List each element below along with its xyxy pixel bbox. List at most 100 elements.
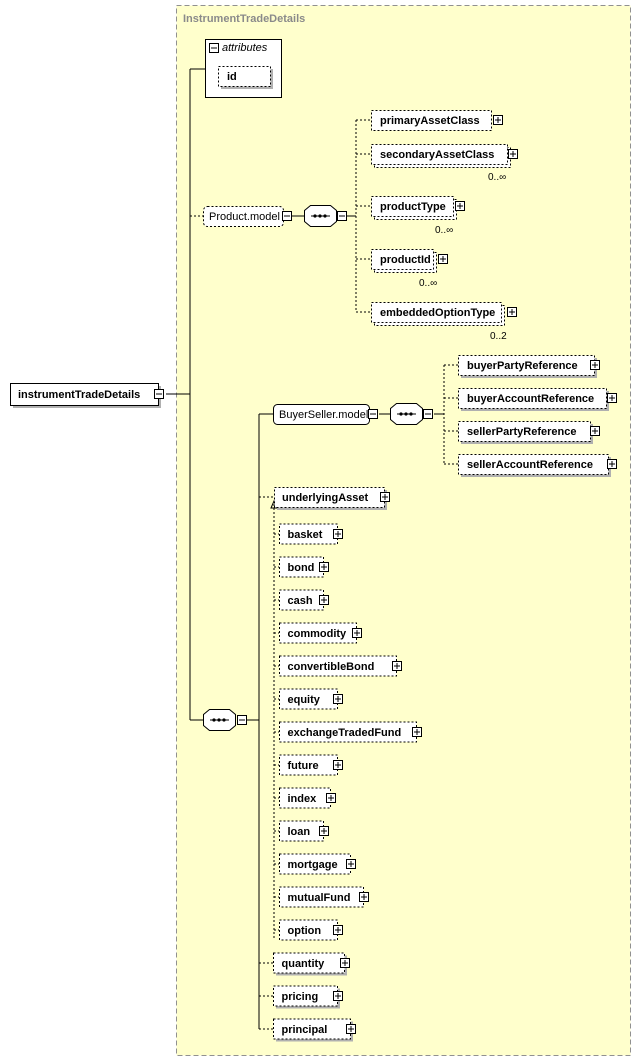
- element-node[interactable]: sellerPartyReference: [458, 421, 600, 445]
- root-element-label: instrumentTradeDetails: [18, 389, 140, 401]
- substitute-element-node[interactable]: option: [279, 919, 343, 941]
- substitute-element-node[interactable]: index: [279, 787, 336, 809]
- expand-icon[interactable]: [607, 459, 617, 469]
- expand-icon[interactable]: [438, 254, 448, 264]
- asset-substitutes: basket bond cash commodity convertibleBond eq…: [274, 523, 422, 941]
- expand-icon[interactable]: [346, 1024, 356, 1034]
- expand-icon[interactable]: [346, 859, 356, 869]
- product-model-label: Product.model: [209, 211, 280, 223]
- element-label: cash: [288, 595, 313, 607]
- element-label: sellerPartyReference: [467, 426, 576, 438]
- substitute-element-node[interactable]: exchangeTradedFund: [279, 721, 422, 743]
- element-node[interactable]: pricing: [273, 985, 343, 1009]
- expand-icon[interactable]: [455, 201, 465, 211]
- element-node[interactable]: quantity: [273, 952, 350, 976]
- product-model-children: primaryAssetClass secondaryAssetClass 0.…: [371, 110, 518, 343]
- element-label: underlyingAsset: [282, 492, 369, 504]
- element-node[interactable]: sellerAccountReference: [458, 454, 617, 478]
- substitute-element-node[interactable]: equity: [279, 688, 343, 710]
- expand-icon[interactable]: [607, 393, 617, 403]
- expand-icon[interactable]: [333, 760, 343, 770]
- expand-icon[interactable]: [333, 694, 343, 704]
- buyer-seller-children: buyerPartyReference buyerAccountReferenc…: [458, 355, 617, 478]
- substitute-element-node[interactable]: cash: [279, 589, 329, 611]
- element-label: equity: [288, 694, 321, 706]
- expand-icon[interactable]: [392, 661, 402, 671]
- sequence-compositor-icon: [203, 709, 247, 731]
- root-element-node[interactable]: instrumentTradeDetails: [10, 383, 164, 409]
- expand-icon[interactable]: [590, 426, 600, 436]
- expand-icon[interactable]: [352, 628, 362, 638]
- substitute-element-node[interactable]: mortgage: [279, 853, 356, 875]
- sequence-compositor-icon: [304, 205, 347, 227]
- element-label: mutualFund: [288, 892, 351, 904]
- substitute-element-node[interactable]: future: [279, 754, 343, 776]
- attributes-box: attributes id: [205, 39, 282, 98]
- element-label: productId: [380, 254, 431, 266]
- underlying-asset-node[interactable]: underlyingAsset: [274, 487, 390, 511]
- element-node[interactable]: buyerPartyReference: [458, 355, 600, 379]
- element-node[interactable]: primaryAssetClass: [371, 110, 503, 131]
- expand-icon[interactable]: [333, 925, 343, 935]
- element-label: exchangeTradedFund: [288, 727, 402, 739]
- element-label: basket: [288, 529, 323, 541]
- buyer-seller-model-label: BuyerSeller.model: [279, 409, 368, 421]
- substitute-element-node[interactable]: basket: [279, 523, 343, 545]
- expand-icon[interactable]: [412, 727, 422, 737]
- element-label: convertibleBond: [288, 661, 375, 673]
- expand-icon[interactable]: [493, 115, 503, 125]
- collapse-icon[interactable]: [209, 43, 219, 53]
- element-node[interactable]: productType 0..∞: [371, 196, 465, 237]
- expand-icon[interactable]: [590, 360, 600, 370]
- substitute-element-node[interactable]: loan: [279, 820, 329, 842]
- element-node[interactable]: buyerAccountReference: [458, 388, 617, 412]
- buyer-seller-model-group[interactable]: BuyerSeller.model: [273, 404, 378, 425]
- expand-icon[interactable]: [319, 595, 329, 605]
- element-node[interactable]: principal: [273, 1018, 356, 1042]
- element-label: buyerAccountReference: [467, 393, 594, 405]
- collapse-icon[interactable]: [237, 715, 247, 725]
- element-label: commodity: [288, 628, 348, 640]
- element-label: pricing: [282, 991, 319, 1003]
- expand-icon[interactable]: [319, 562, 329, 572]
- expand-icon[interactable]: [340, 958, 350, 968]
- element-node[interactable]: embeddedOptionType 0..2: [371, 302, 517, 343]
- attribute-id: id: [227, 71, 237, 83]
- element-node[interactable]: productId 0..∞: [371, 249, 448, 290]
- element-label: buyerPartyReference: [467, 360, 578, 372]
- substitute-element-node[interactable]: mutualFund: [279, 886, 369, 908]
- element-label: mortgage: [288, 859, 338, 871]
- element-label: loan: [288, 826, 311, 838]
- collapse-icon[interactable]: [282, 211, 292, 221]
- expand-icon[interactable]: [319, 826, 329, 836]
- substitute-element-node[interactable]: convertibleBond: [279, 655, 402, 677]
- complex-type-container: [176, 5, 631, 1056]
- element-label: principal: [282, 1024, 328, 1036]
- trailing-elements: quantity pricing principal: [273, 952, 356, 1042]
- complex-type-title: InstrumentTradeDetails: [183, 13, 305, 25]
- expand-icon[interactable]: [507, 307, 517, 317]
- expand-icon[interactable]: [333, 529, 343, 539]
- substitute-element-node[interactable]: commodity: [279, 622, 362, 644]
- cardinality-label: 0..∞: [419, 278, 437, 289]
- element-label: primaryAssetClass: [380, 115, 480, 127]
- attributes-label: attributes: [222, 42, 268, 54]
- expand-icon[interactable]: [508, 149, 518, 159]
- cardinality-label: 0..2: [490, 331, 507, 342]
- collapse-icon[interactable]: [337, 211, 347, 221]
- element-label: productType: [380, 201, 446, 213]
- product-model-group[interactable]: Product.model: [203, 206, 292, 227]
- expand-icon[interactable]: [359, 892, 369, 902]
- cardinality-label: 0..∞: [435, 225, 453, 236]
- substitute-element-node[interactable]: bond: [279, 556, 329, 578]
- expand-icon[interactable]: [333, 991, 343, 1001]
- expand-icon[interactable]: [326, 793, 336, 803]
- element-label: bond: [288, 562, 315, 574]
- element-node[interactable]: secondaryAssetClass 0..∞: [371, 144, 518, 184]
- cardinality-label: 0..∞: [488, 172, 506, 183]
- collapse-icon[interactable]: [154, 389, 164, 399]
- collapse-icon[interactable]: [368, 409, 378, 419]
- collapse-icon[interactable]: [423, 409, 433, 419]
- expand-icon[interactable]: [380, 492, 390, 502]
